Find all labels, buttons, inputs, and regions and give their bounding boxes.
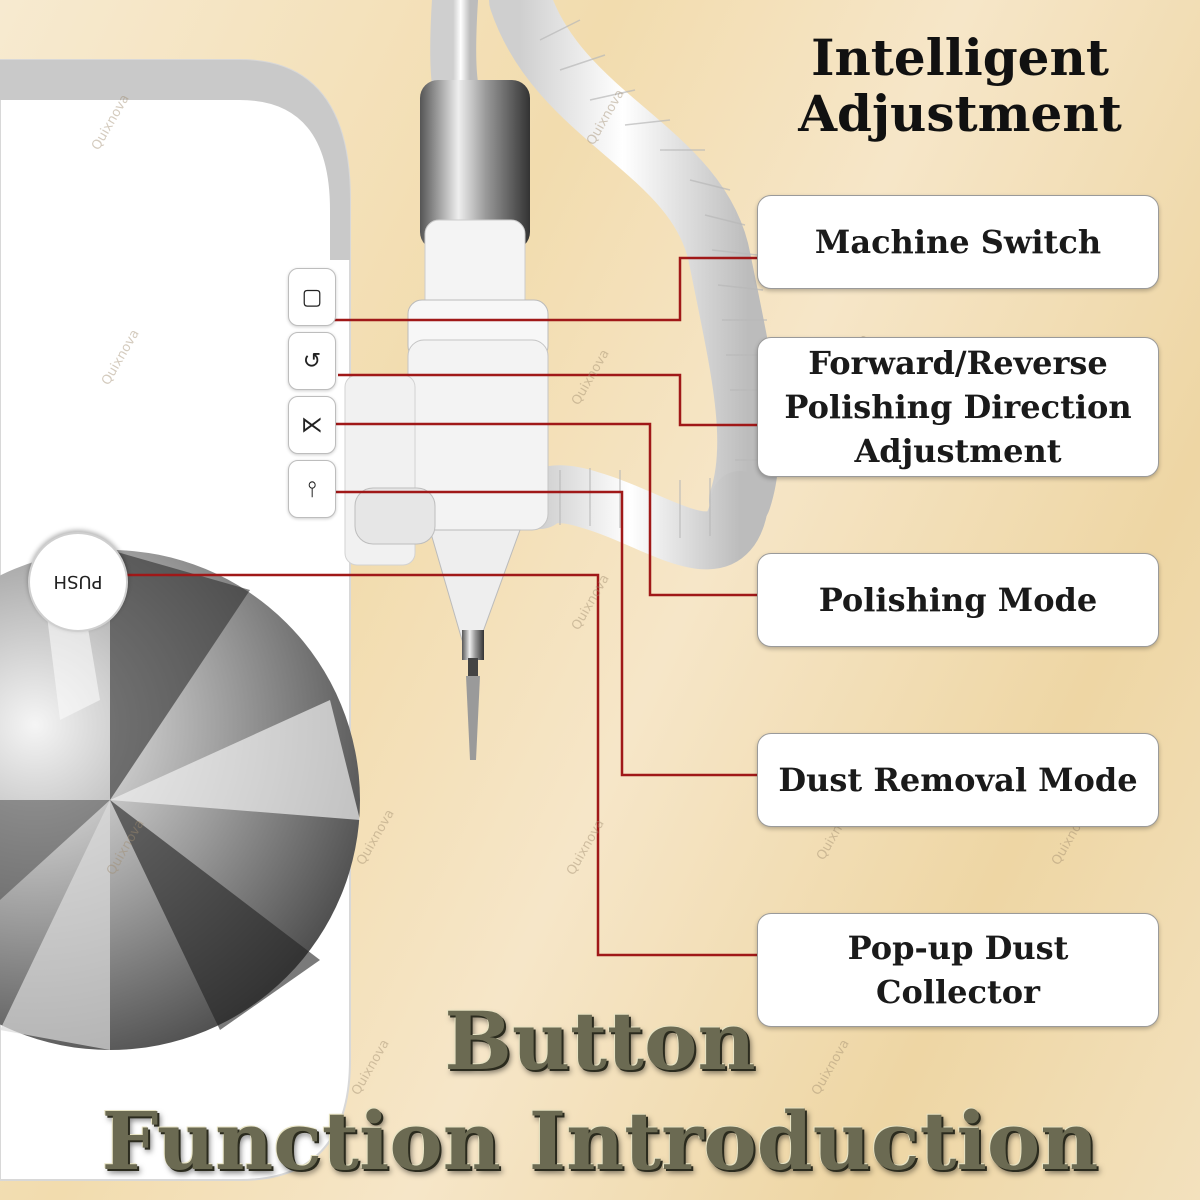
polish-mode-icon: ⋉ xyxy=(288,396,336,454)
label-dust-removal-mode: Dust Removal Mode xyxy=(757,733,1159,827)
heading-line: Adjustment xyxy=(798,84,1122,143)
heading: Intelligent Adjustment xyxy=(760,30,1160,142)
push-button: PUSH xyxy=(28,532,128,632)
power-icon: ▢ xyxy=(288,268,336,326)
handpiece xyxy=(402,80,549,760)
dust-collector-disc xyxy=(0,550,360,1050)
title-line-2: Function Introduction xyxy=(101,1094,1099,1188)
hose-lower xyxy=(511,465,769,570)
rotate-direction-icon: ↺ xyxy=(288,332,336,390)
leader-lines xyxy=(100,256,760,957)
label-polishing-mode: Polishing Mode xyxy=(757,553,1159,647)
heading-line: Intelligent xyxy=(811,28,1109,87)
label-machine-switch: Machine Switch xyxy=(757,195,1159,289)
dust-mode-icon: ⫯ xyxy=(288,460,336,518)
label-pop-up-dust-collector: Pop-up Dust Collector xyxy=(757,913,1159,1027)
label-direction-adjustment: Forward/Reverse Polishing Direction Adju… xyxy=(757,337,1159,477)
title-line-1: Button xyxy=(444,994,756,1088)
